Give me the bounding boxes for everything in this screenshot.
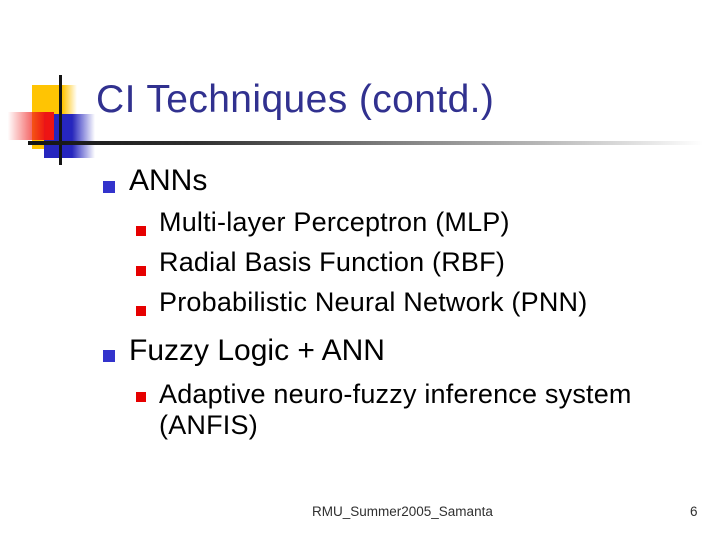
bullet-square-icon <box>103 350 115 362</box>
bullet-item-anns: ANNs <box>129 164 208 197</box>
bullet-item-fuzzy-logic: Fuzzy Logic + ANN <box>129 334 385 367</box>
sub-bullet-item-mlp: Multi-layer Perceptron (MLP) <box>159 207 510 237</box>
title-underline-rule <box>28 141 703 145</box>
sub-bullet-item-anfis: Adaptive neuro-fuzzy inference system (A… <box>159 379 679 441</box>
bullet-square-icon <box>103 181 115 193</box>
sub-bullet-square-icon <box>136 392 146 402</box>
sub-bullet-item-pnn: Probabilistic Neural Network (PNN) <box>159 287 588 317</box>
slide-title: CI Techniques (contd.) <box>96 78 495 121</box>
anfis-line-1: Adaptive neuro-fuzzy inference system <box>159 379 632 409</box>
sub-bullet-square-icon <box>136 266 146 276</box>
slide-number: 6 <box>690 504 698 519</box>
sub-bullet-square-icon <box>136 306 146 316</box>
sub-bullet-square-icon <box>136 226 146 236</box>
decoration-vertical-line <box>59 75 62 165</box>
decoration-red-square <box>8 112 54 140</box>
anfis-line-2: (ANFIS) <box>159 410 258 440</box>
footer-text: RMU_Summer2005_Samanta <box>312 504 493 519</box>
sub-bullet-item-rbf: Radial Basis Function (RBF) <box>159 247 506 277</box>
